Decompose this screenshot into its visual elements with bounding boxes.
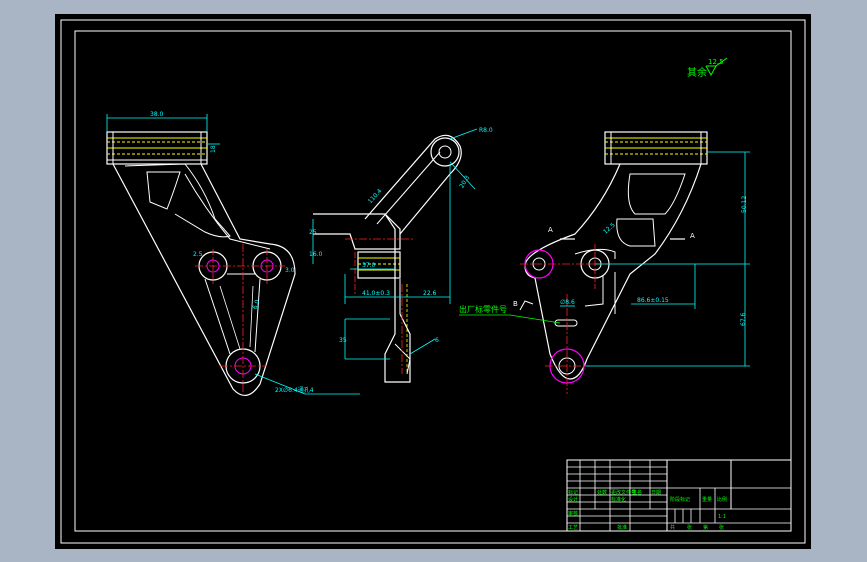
- tb-standard-label: 标准化: [611, 496, 626, 503]
- roughness-value: 12.5: [708, 58, 724, 66]
- tb-scale-value: 1:1: [718, 514, 726, 520]
- rear-width: 86.6±0.15: [637, 297, 669, 304]
- side-lower: 35: [339, 337, 347, 344]
- rear-view: A A B 出厂标零件号 50.12 67.6 86.6±0.15 12.5 ∅…: [459, 131, 750, 394]
- rear-height-top: 50.12: [741, 196, 748, 213]
- tb-zone-label: 处数: [597, 489, 607, 496]
- roughness-prefix: 其余: [687, 66, 707, 79]
- tb-approve-label: 批准: [617, 524, 627, 531]
- front-view: 38.0 18 2X∅6.4通孔4 6.0 3.0 2.5: [106, 111, 360, 396]
- engineering-drawing: 其余 12.5: [60, 19, 806, 544]
- side-right: 22.6: [423, 290, 437, 297]
- front-flange: 18: [210, 145, 217, 153]
- side-weld: 6: [435, 337, 439, 344]
- tb-designer-label: 设计: [568, 496, 578, 503]
- side-arm: 110.4: [367, 188, 384, 206]
- front-tiny: 2.5: [193, 251, 203, 258]
- side-bottom: 41.0±0.3: [362, 290, 390, 297]
- tb-sheet-of: 张: [687, 524, 692, 531]
- front-hole-note: 2X∅6.4通孔4: [275, 386, 314, 394]
- factory-mark-label: 出厂标零件号: [459, 304, 507, 314]
- tb-stage-label: 阶段标记: [670, 496, 690, 503]
- tb-scale-label: 比例: [717, 496, 727, 503]
- section-mark-a-left: A: [548, 226, 553, 234]
- side-inner: 37.0: [362, 262, 376, 269]
- roughness-symbol: [705, 57, 728, 77]
- side-h1: 25: [309, 229, 317, 236]
- side-h2: 16.0: [309, 251, 323, 258]
- tb-sheet-no: 第: [703, 524, 708, 531]
- inner-frame: [74, 30, 792, 532]
- title-block: 标记 处数 更改文件号 签名 日期 设计 标准化 审核 工艺 批准 阶段标记 重…: [566, 459, 792, 532]
- front-offset: 3.0: [285, 267, 295, 274]
- rear-small: 12.5: [602, 222, 617, 236]
- tb-process-label: 工艺: [568, 525, 578, 531]
- tb-doc-label: 更改文件号: [611, 489, 636, 496]
- tb-weight-label: 重量: [702, 496, 712, 503]
- roughness-note: 其余 12.5: [687, 57, 728, 79]
- section-mark-b: B: [513, 300, 518, 308]
- tb-sheet-no-of: 张: [719, 524, 724, 531]
- tb-change-label: 标记: [568, 489, 578, 496]
- side-top-radius: R8.0: [479, 127, 493, 134]
- tb-sign-label: 签名: [632, 489, 642, 496]
- outer-frame: [60, 19, 806, 544]
- tb-check-label: 审核: [568, 510, 578, 517]
- side-slot: 20.3: [458, 174, 471, 189]
- section-mark-a-right: A: [690, 232, 695, 240]
- tb-date-label: 日期: [651, 490, 661, 496]
- front-angle: 6.0: [251, 299, 261, 311]
- tb-sheet-label: 共: [670, 524, 675, 531]
- front-top-width: 38.0: [150, 111, 164, 118]
- rear-center: ∅8.6: [560, 299, 575, 306]
- rear-height-bottom: 67.6: [740, 312, 747, 326]
- cad-viewport[interactable]: 其余 12.5: [55, 14, 811, 549]
- side-view: 25 16.0 37.0 41.0±0.3 22.6 35 R8.0 20.3 …: [309, 127, 493, 383]
